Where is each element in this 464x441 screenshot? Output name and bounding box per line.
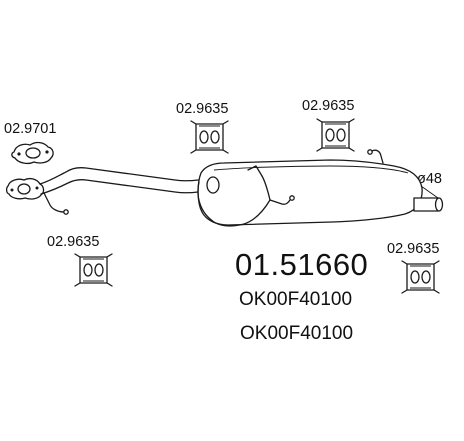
hanger-left-bottom-drawing bbox=[74, 253, 113, 287]
hanger-right-bottom-part-label: 02.9635 bbox=[387, 241, 439, 257]
hanger-right-top-drawing bbox=[316, 118, 355, 152]
hanger-right-bottom-drawing bbox=[401, 260, 440, 294]
oe-reference-2: OK00F40100 bbox=[240, 323, 353, 344]
oe-reference-1: OK00F40100 bbox=[239, 289, 352, 310]
hanger-center-top-drawing bbox=[190, 120, 229, 154]
hanger-left-part-label: 02.9635 bbox=[47, 234, 99, 250]
hanger-right-top-part-label: 02.9635 bbox=[302, 98, 354, 114]
exhaust-silencer-drawing bbox=[5, 149, 444, 227]
gasket-drawing bbox=[11, 141, 54, 165]
hanger-center-part-label: 02.9635 bbox=[176, 101, 228, 117]
gasket-part-label: 02.9701 bbox=[4, 121, 56, 137]
main-part-number: 01.51660 bbox=[235, 247, 368, 282]
diameter-label: ø48 bbox=[417, 171, 442, 187]
